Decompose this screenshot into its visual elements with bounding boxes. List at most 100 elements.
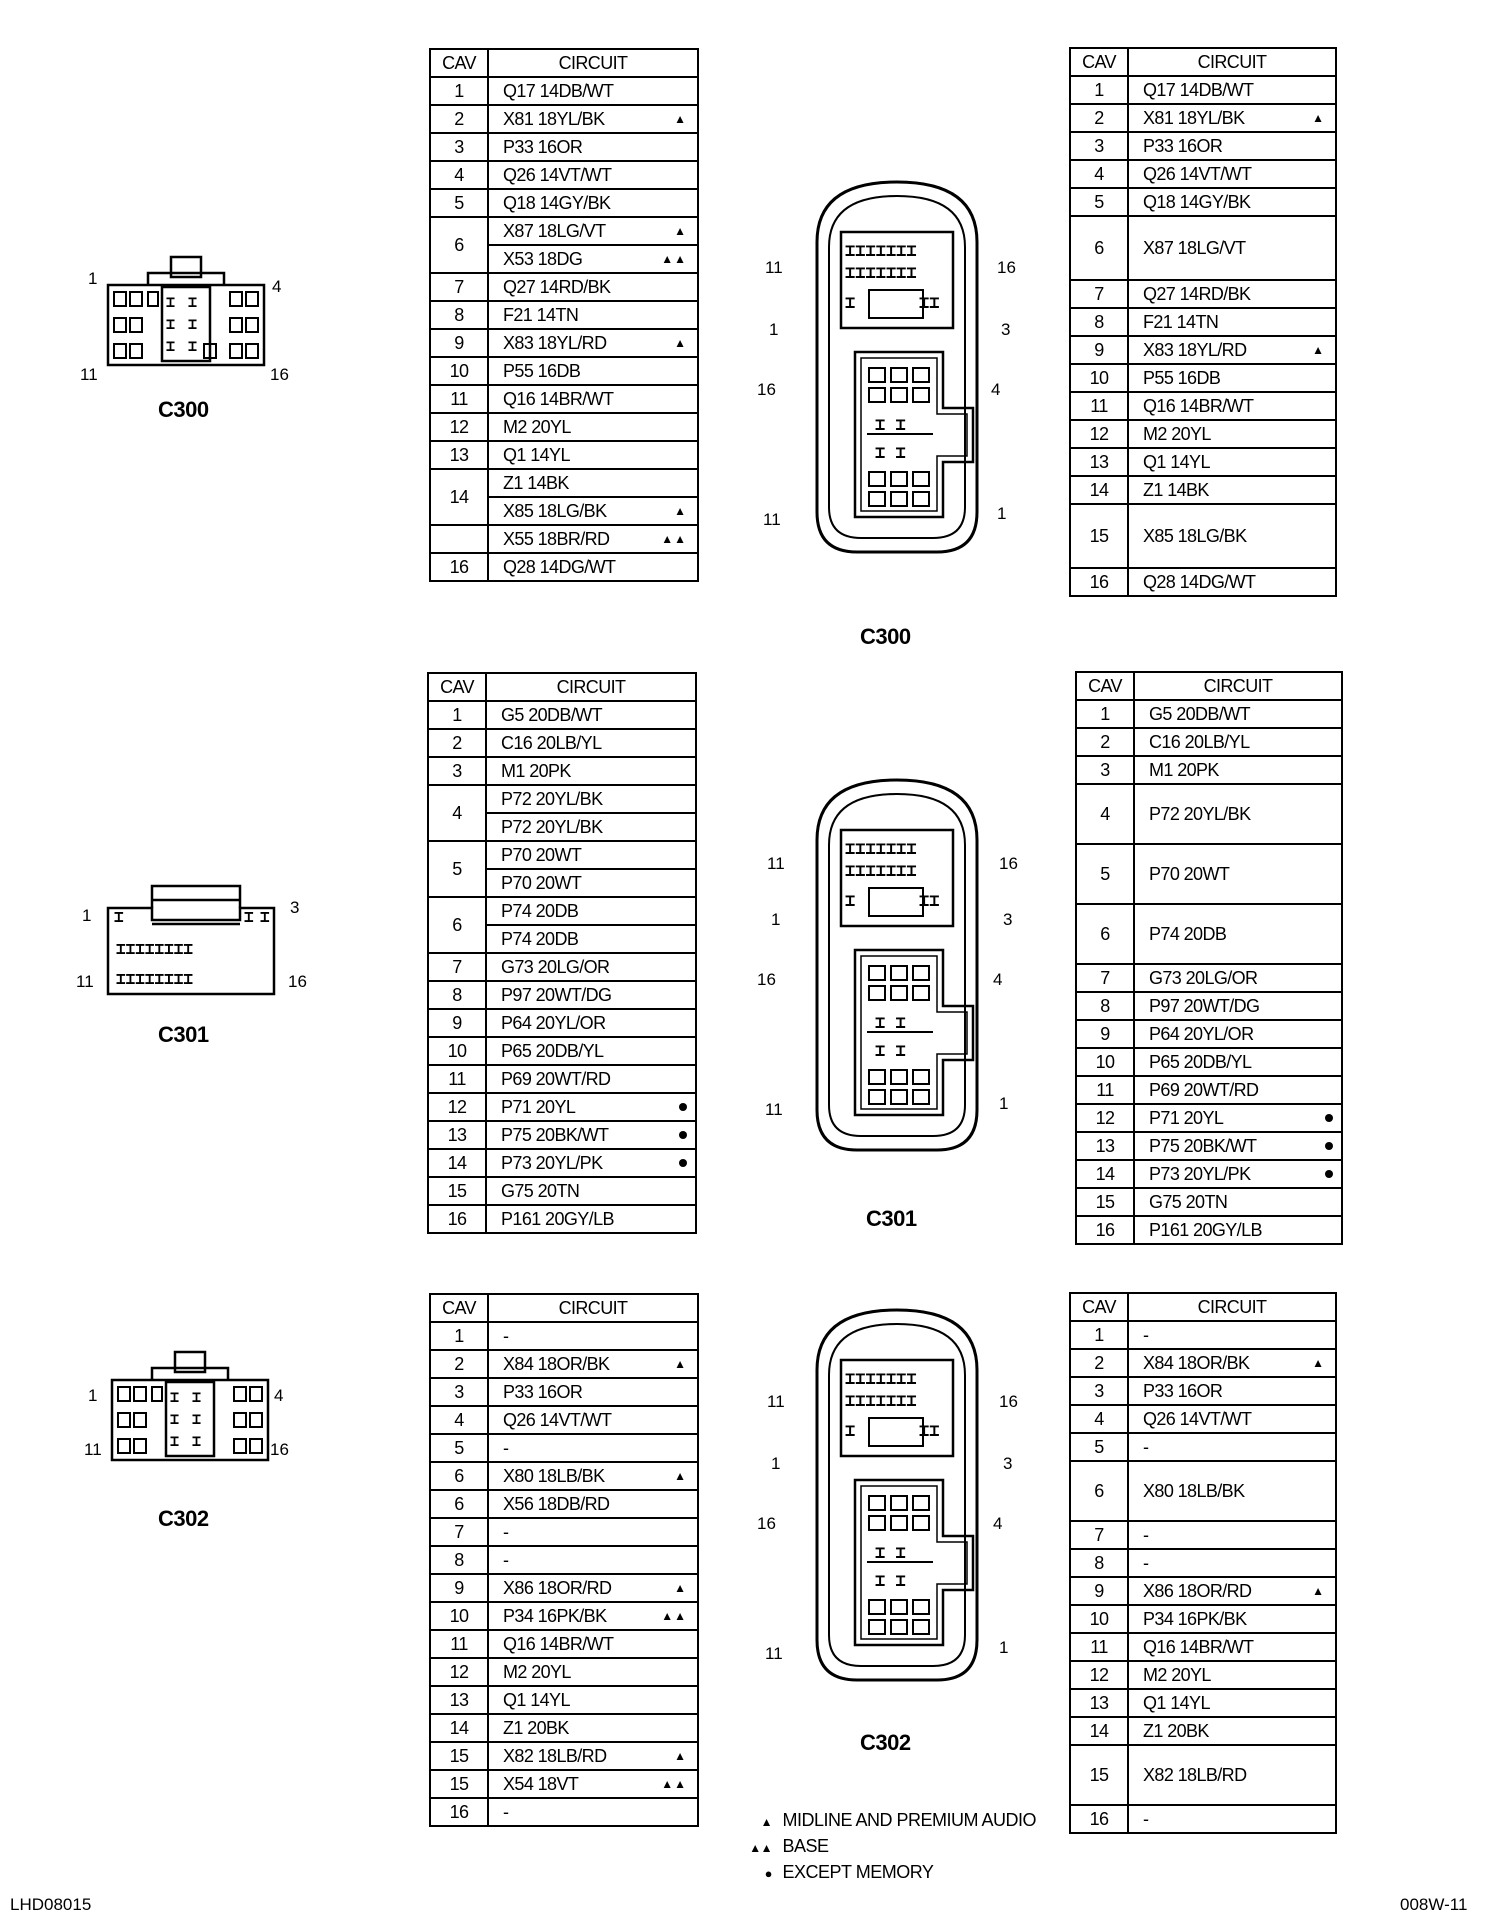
except-memory-dot-icon (1325, 1114, 1333, 1122)
midline-triangle-icon: ▲ (674, 1749, 687, 1763)
cav-number: 5 (429, 188, 489, 218)
circuit-text: Q17 14DB/WT (1143, 80, 1254, 100)
cav-number: 4 (1069, 159, 1129, 189)
cav-number: 7 (1069, 279, 1129, 309)
cav-header: CAV (1069, 1292, 1129, 1322)
circuit-text: P74 20DB (501, 901, 579, 921)
pin-label: 16 (757, 970, 776, 989)
base-triangle-icon: ▲▲ (661, 252, 687, 266)
circuit-text: F21 14TN (1143, 312, 1219, 332)
circuit-code: X81 18YL/BK▲ (487, 104, 699, 134)
legend-symbol: ▲▲ (749, 1841, 772, 1855)
circuit-code: M2 20YL (1127, 419, 1337, 449)
circuit-text: Q28 14DG/WT (1143, 572, 1256, 592)
circuit-header: CIRCUIT (1127, 47, 1337, 77)
cav-number: 11 (1075, 1075, 1135, 1105)
pin-label: 11 (763, 510, 781, 529)
svg-text:⌶: ⌶ (192, 1410, 201, 1428)
svg-text:⌶: ⌶ (114, 907, 124, 926)
legend-symbol: ▲ (760, 1815, 773, 1829)
cav-number: 16 (429, 1797, 489, 1827)
pin-label: 4 (993, 970, 1003, 989)
cav-number: 7 (429, 272, 489, 302)
circuit-text: P33 16OR (1143, 1381, 1223, 1401)
circuit-code: Q27 14RD/BK (1127, 279, 1337, 309)
circuit-text: - (503, 1326, 509, 1346)
circuit-code: P161 20GY/LB (485, 1204, 697, 1234)
circuit-text: P70 20WT (501, 845, 582, 865)
circuit-code: Q26 14VT/WT (1127, 159, 1337, 189)
circuit-text: Q1 14YL (1143, 1693, 1210, 1713)
c302-label-center: C302 (860, 1730, 911, 1755)
circuit-text: P33 16OR (503, 137, 583, 157)
circuit-header: CIRCUIT (487, 48, 699, 78)
c300-label-center: C300 (860, 624, 911, 649)
circuit-text: Z1 20BK (503, 1718, 569, 1738)
except-memory-dot-icon (1325, 1142, 1333, 1150)
c301-label-center: C301 (866, 1206, 917, 1231)
circuit-code: F21 14TN (1127, 307, 1337, 337)
circuit-code: Q16 14BR/WT (487, 384, 699, 414)
c301-label-left: C301 (158, 1022, 209, 1047)
circuit-code: P34 16PK/BK▲▲ (487, 1601, 699, 1631)
figure-id-left: LHD08015 (10, 1895, 92, 1914)
circuit-text: - (503, 1550, 509, 1570)
circuit-code: Z1 14BK (487, 468, 699, 498)
svg-text:⌶: ⌶ (166, 293, 175, 311)
svg-text:⌶: ⌶ (188, 293, 197, 311)
cav-number: 11 (1069, 391, 1129, 421)
circuit-text: P71 20YL (501, 1097, 576, 1117)
circuit-text: - (503, 1802, 509, 1822)
circuit-code: P73 20YL/PK (485, 1148, 697, 1178)
circuit-header: CIRCUIT (485, 672, 697, 702)
legend-item: ● EXCEPT MEMORY (744, 1862, 1064, 1883)
cav-number: 15 (429, 1769, 489, 1799)
circuit-text: Z1 20BK (1143, 1721, 1209, 1741)
base-triangle-icon: ▲▲ (661, 532, 687, 546)
circuit-code: X85 18LG/BK▲ (487, 496, 699, 526)
circuit-code: P75 20BK/WT (485, 1120, 697, 1150)
cav-number: 8 (1069, 307, 1129, 337)
pin-label: 11 (765, 1644, 783, 1663)
circuit-code: Q1 14YL (1127, 447, 1337, 477)
pin-label: 3 (1001, 320, 1011, 339)
circuit-code: X54 18VT▲▲ (487, 1769, 699, 1799)
table-row: 5- (1069, 1432, 1337, 1462)
cav-number: 1 (429, 76, 489, 106)
circuit-text: M2 20YL (1143, 424, 1211, 444)
circuit-text: - (1143, 1809, 1149, 1829)
figure-id-right: 008W-11 (1400, 1895, 1468, 1914)
cav-number: 2 (429, 104, 489, 134)
cav-number: 15 (1069, 503, 1129, 569)
pin-label: 11 (84, 1440, 102, 1459)
midline-triangle-icon: ▲ (674, 1357, 687, 1371)
circuit-text: P65 20DB/YL (1149, 1052, 1252, 1072)
svg-text:⌶: ⌶ (166, 337, 175, 355)
circuit-text: X82 18LB/RD (1143, 1765, 1247, 1785)
circuit-text: Q28 14DG/WT (503, 557, 616, 577)
cav-number: 15 (1075, 1187, 1135, 1217)
circuit-code: - (487, 1433, 699, 1463)
legend-text: EXCEPT MEMORY (782, 1862, 934, 1882)
circuit-code: Q18 14GY/BK (1127, 187, 1337, 217)
cav-number: 9 (429, 1573, 489, 1603)
circuit-text: - (503, 1522, 509, 1542)
